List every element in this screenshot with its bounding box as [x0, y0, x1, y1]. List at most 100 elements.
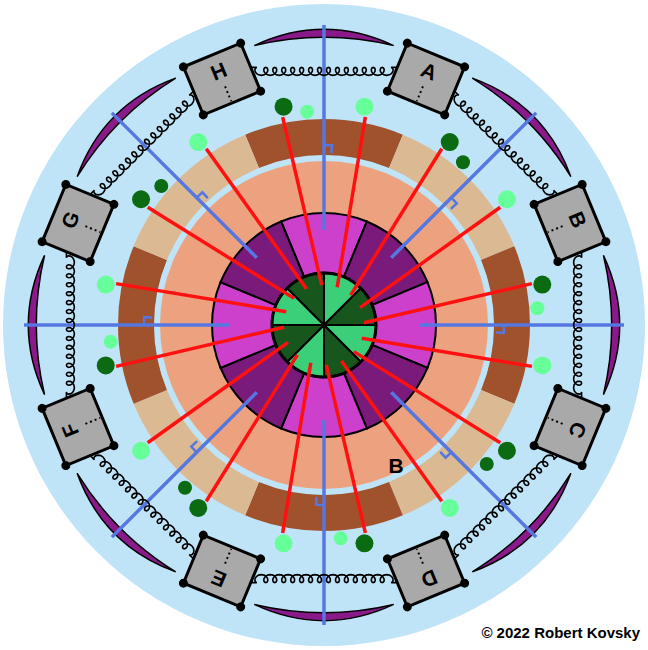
block-dots [548, 418, 563, 424]
corner-pivot [401, 37, 413, 49]
rod-hook [496, 325, 504, 333]
corner-pivot [36, 236, 48, 248]
block-dots [225, 87, 231, 102]
contact-blob [132, 190, 150, 208]
contact-blob [533, 276, 551, 294]
block-body [42, 185, 114, 262]
corner-pivot [85, 256, 97, 268]
corner-pivot [600, 402, 612, 414]
contact-blob [132, 442, 150, 460]
contact-blob [300, 105, 314, 119]
red-rod [364, 284, 532, 323]
red-rod [283, 363, 311, 533]
contact-blob [189, 133, 207, 151]
spring-connector [454, 91, 558, 195]
contact-blob [456, 155, 470, 169]
contact-blob [178, 481, 192, 495]
corner-pivot [552, 382, 564, 394]
block-body [184, 43, 261, 115]
corner-pivot [439, 529, 451, 541]
block-dots [548, 226, 563, 232]
spring-connector [251, 67, 397, 75]
contact-blob [275, 98, 293, 116]
contact-blob [498, 190, 516, 208]
corner-pivot [60, 179, 72, 191]
spring-connector [90, 91, 194, 195]
red-rod [116, 327, 284, 366]
blue-rod [391, 113, 536, 258]
red-rod [206, 149, 306, 289]
blue-rod [112, 392, 257, 537]
rod-hook [144, 317, 152, 325]
spring-connector [454, 455, 558, 559]
rod-hook [324, 145, 332, 153]
copyright-caption: © 2022 Robert Kovsky [481, 624, 640, 641]
contact-blob [275, 534, 293, 552]
corner-pivot [381, 553, 393, 565]
housing-disc [3, 4, 645, 646]
corner-pivot [439, 109, 451, 121]
corner-pivot [36, 402, 48, 414]
core-outline [272, 273, 376, 377]
corner-pivot [235, 601, 247, 613]
corner-pivot [198, 529, 210, 541]
corner-pivot [108, 199, 120, 211]
block-body [387, 535, 464, 607]
block-dots [86, 418, 101, 424]
contact-blob [97, 356, 115, 374]
contact-blob [355, 98, 373, 116]
rod-hook [316, 497, 324, 505]
spring-connector [66, 252, 74, 398]
spring-connector [90, 455, 194, 559]
contact-blob [441, 499, 459, 517]
corner-pivot [108, 440, 120, 452]
corner-pivot [600, 236, 612, 248]
rod-hook [451, 198, 457, 209]
corner-pivot [576, 459, 588, 471]
corner-pivot [178, 61, 190, 73]
blue-rod [391, 392, 536, 537]
rod-hook [197, 192, 208, 198]
corner-pivot [552, 256, 564, 268]
ring-label: B [388, 454, 403, 478]
contact-blob [355, 534, 373, 552]
block-body [534, 185, 606, 262]
corner-pivot [255, 86, 267, 98]
block-body [387, 43, 464, 115]
contact-blob [530, 301, 544, 315]
corner-pivot [85, 382, 97, 394]
blue-rod [24, 323, 229, 327]
contact-blob [334, 531, 348, 545]
contact-blob [104, 335, 118, 349]
corner-pivot [576, 179, 588, 191]
corner-pivot [528, 440, 540, 452]
blue-rod [322, 25, 326, 230]
red-rod [116, 284, 286, 312]
contact-blob [533, 356, 551, 374]
red-rod [341, 361, 441, 501]
contact-blob [498, 442, 516, 460]
contact-blob [154, 179, 168, 193]
contact-blob [189, 499, 207, 517]
red-rod [148, 342, 288, 442]
red-rod [360, 207, 500, 307]
red-rod [283, 117, 322, 285]
contact-blob [97, 276, 115, 294]
block-dots [86, 226, 101, 232]
corner-pivot [255, 553, 267, 565]
blue-rod [419, 323, 624, 327]
block-dots [225, 549, 231, 564]
corner-pivot [235, 37, 247, 49]
blue-rod [112, 113, 257, 258]
red-rod [337, 117, 365, 287]
block-body [534, 388, 606, 465]
corner-pivot [528, 199, 540, 211]
block-body [184, 535, 261, 607]
contact-blob [441, 133, 459, 151]
block-dots [417, 549, 423, 564]
corner-pivot [381, 86, 393, 98]
spring-connector [574, 252, 582, 398]
